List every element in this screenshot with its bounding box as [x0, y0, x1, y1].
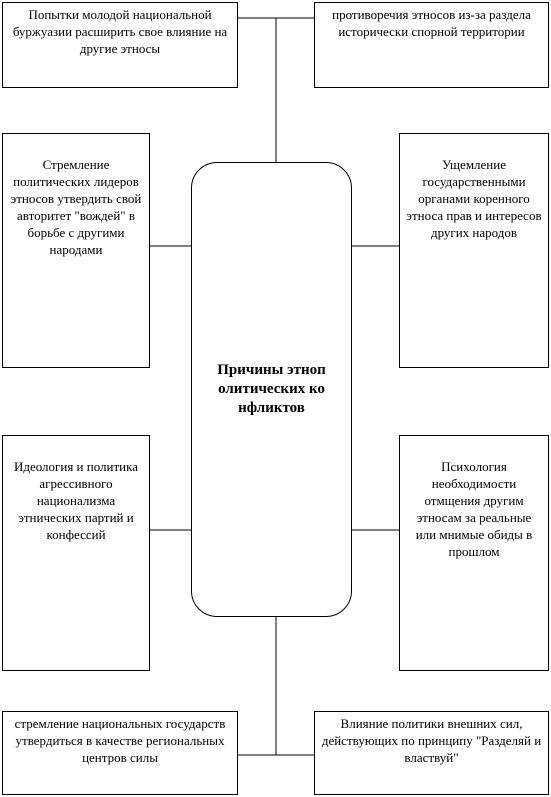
cause-box-bottom-right: Влияние политики внешних сил, действующи…	[314, 711, 549, 795]
cause-box-upper-right: Ущемление государственными органами коре…	[399, 133, 549, 368]
cause-box-top-right: противоречия этносов из-за раздела истор…	[314, 2, 549, 88]
cause-box-top-left: Попытки молодой национальной буржуазии р…	[2, 2, 238, 88]
central-topic-title: Причины этнополитических конфликтов	[217, 362, 326, 416]
cause-box-lower-right: Психология необходимости отмщения другим…	[399, 435, 549, 671]
central-topic-box: Причины этнополитических конфликтов	[191, 162, 352, 617]
cause-box-lower-left: Идеология и политика агрессивного национ…	[2, 435, 150, 671]
cause-box-bottom-left: стремление национальных государств утвер…	[2, 711, 238, 795]
cause-box-upper-left: Стремление политических лидеров этносов …	[2, 133, 150, 368]
